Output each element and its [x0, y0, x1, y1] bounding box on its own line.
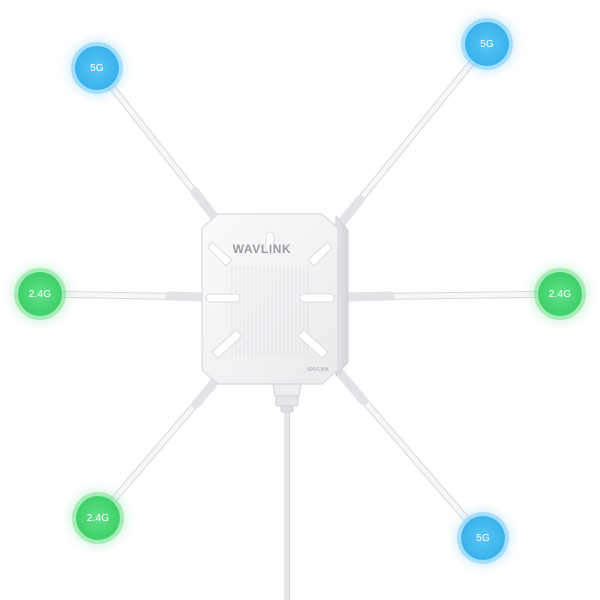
band-badge-5g-top-left: 5G [75, 46, 119, 90]
antenna-top-left [93, 64, 221, 224]
antenna-right [340, 290, 564, 302]
band-badge-24g-right: 2.4G [538, 272, 582, 316]
antenna-bottom-left [94, 373, 223, 522]
router-side-label: WAVLINK [307, 367, 330, 373]
antenna-bottom-right [335, 368, 487, 542]
cable-gland [272, 383, 302, 413]
band-badge-24g-bottom-left: 2.4G [76, 496, 120, 540]
router-cross-grooves [205, 231, 335, 359]
band-badge-5g-bottom-right: 5G [461, 516, 505, 560]
band-badge-5g-top-right: 5G [465, 22, 509, 66]
router-logo: WAVLINK [233, 242, 292, 256]
band-badge-24g-left: 2.4G [18, 272, 62, 316]
antenna-top-right [332, 40, 491, 233]
antenna-left [36, 290, 210, 302]
